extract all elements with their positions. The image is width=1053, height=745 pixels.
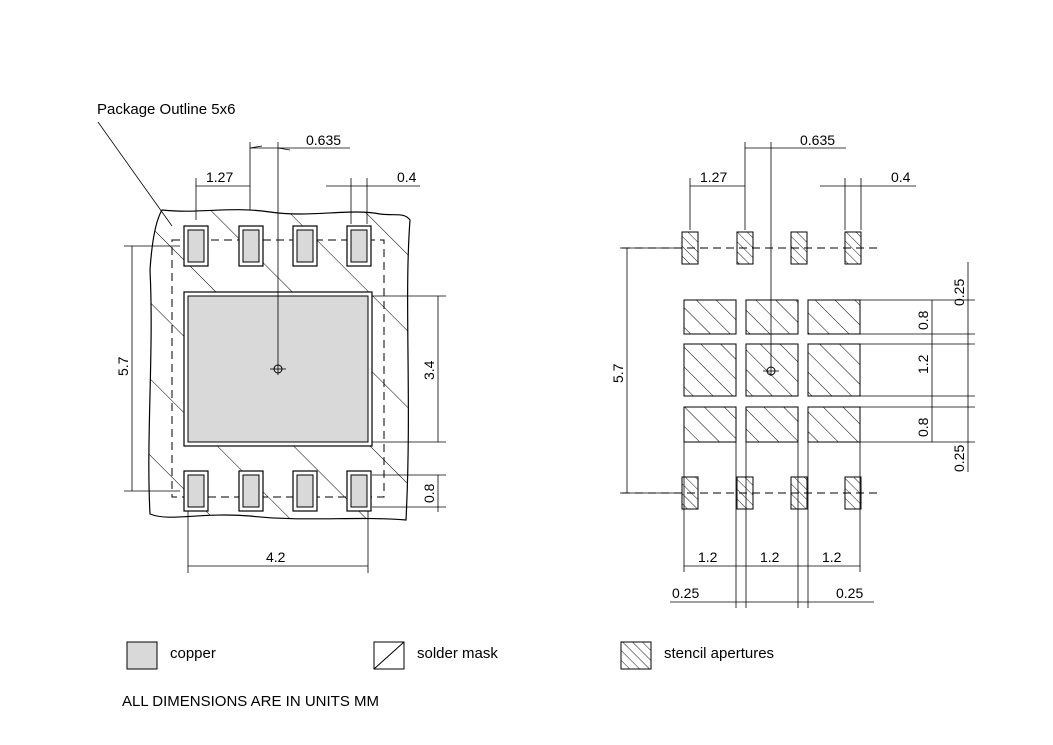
dim-127-left: 1.27 xyxy=(195,169,250,220)
legend-copper-swatch xyxy=(126,641,158,670)
svg-text:0.8: 0.8 xyxy=(915,417,931,437)
units-note: ALL DIMENSIONS ARE IN UNITS MM xyxy=(122,693,379,710)
svg-text:1.27: 1.27 xyxy=(206,169,233,185)
left-view: Package Outline 5x6 0.635 1.27 0.4 xyxy=(97,101,446,573)
svg-text:0.25: 0.25 xyxy=(672,585,699,601)
svg-text:5.7: 5.7 xyxy=(115,356,131,376)
dim-0635-left: 0.635 xyxy=(249,132,350,210)
svg-text:0.8: 0.8 xyxy=(421,483,437,503)
svg-text:1.2: 1.2 xyxy=(698,549,718,565)
legend: copper solder mask stencil apertures ALL… xyxy=(122,641,774,710)
svg-text:1.2: 1.2 xyxy=(822,549,842,565)
center-mark xyxy=(270,142,286,375)
svg-text:1.2: 1.2 xyxy=(915,354,931,374)
svg-text:0.25: 0.25 xyxy=(836,585,863,601)
legend-copper-label: copper xyxy=(170,645,216,662)
svg-text:5.7: 5.7 xyxy=(610,363,626,383)
dim-stack-right: 0.25 0.8 1.2 0.8 0.25 xyxy=(860,262,975,472)
right-view: 0.635 1.27 0.4 5.7 xyxy=(610,132,975,608)
bottom-stencil-leads xyxy=(681,476,862,510)
top-stencil-leads xyxy=(681,231,862,265)
svg-text:1.2: 1.2 xyxy=(760,549,780,565)
svg-text:0.8: 0.8 xyxy=(915,310,931,330)
dim-04-right: 0.4 xyxy=(820,169,916,230)
bottom-leads xyxy=(183,470,372,512)
dim-57-right: 5.7 xyxy=(610,247,680,494)
svg-text:0.25: 0.25 xyxy=(951,445,967,472)
dim-34-left: 3.4 xyxy=(372,295,446,443)
legend-stencil-label: stencil apertures xyxy=(664,645,774,662)
dim-04-left: 0.4 xyxy=(326,169,420,224)
svg-text:0.25: 0.25 xyxy=(951,279,967,306)
svg-text:3.4: 3.4 xyxy=(421,360,437,380)
svg-text:1.27: 1.27 xyxy=(700,169,727,185)
dim-08-left: 0.8 xyxy=(372,474,446,512)
legend-stencil-swatch xyxy=(620,641,652,670)
dim-bottom-right: 1.2 1.2 1.2 0.25 0.25 xyxy=(670,442,874,608)
center-mark-right xyxy=(763,142,779,376)
svg-text:0.4: 0.4 xyxy=(397,169,417,185)
top-leads xyxy=(183,225,372,267)
dim-42-left: 4.2 xyxy=(187,511,369,573)
svg-text:0.635: 0.635 xyxy=(800,132,835,148)
package-outline-label: Package Outline 5x6 xyxy=(97,101,235,118)
svg-text:4.2: 4.2 xyxy=(266,549,286,565)
dim-57-left: 5.7 xyxy=(115,245,180,492)
legend-solder-mask-label: solder mask xyxy=(417,645,498,662)
svg-text:0.635: 0.635 xyxy=(306,132,341,148)
svg-text:0.4: 0.4 xyxy=(891,169,911,185)
dim-0635-right: 0.635 xyxy=(744,132,846,230)
dim-127-right: 1.27 xyxy=(689,169,745,230)
stencil-aperture-grid xyxy=(683,299,861,443)
